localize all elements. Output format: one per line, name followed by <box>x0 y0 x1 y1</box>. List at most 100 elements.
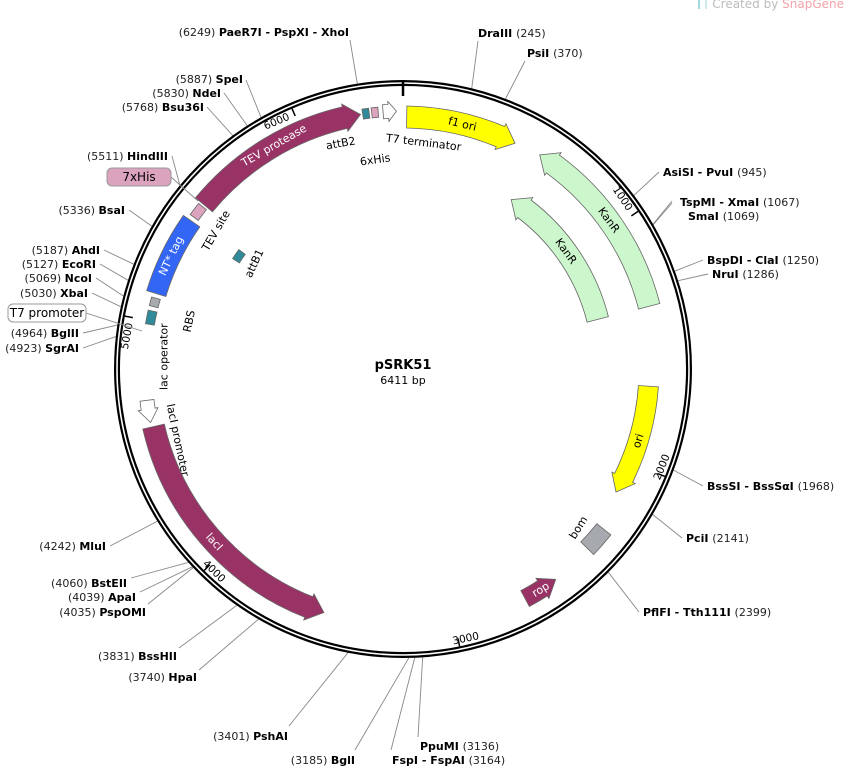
site-position: (1286) <box>742 268 779 281</box>
restriction-site[interactable]: (5336) BsaI <box>58 204 125 217</box>
feature-rbs[interactable]: RBS <box>148 296 198 333</box>
restriction-site[interactable]: (5768) Bsu36I <box>122 101 204 114</box>
feature-bom-shape[interactable] <box>580 523 612 556</box>
feature-label: attB2 <box>325 134 357 152</box>
feature-6xhis[interactable]: 6xHis <box>359 106 391 168</box>
feature-attb2[interactable]: attB2 <box>325 107 371 152</box>
restriction-site[interactable]: (4039) ApaI <box>68 591 136 604</box>
restriction-site[interactable]: (5127) EcoRI <box>22 258 96 271</box>
feature-nt-tag-shape[interactable] <box>146 214 201 298</box>
restriction-site[interactable]: (4060) BstEII <box>51 577 127 590</box>
feature-kanr-outer-shape[interactable] <box>539 152 661 310</box>
site-leader-line <box>95 277 124 297</box>
feature-ori[interactable]: ori <box>611 385 659 493</box>
restriction-site[interactable]: BspDI - ClaI (1250) <box>707 254 819 267</box>
site-position: (4242) <box>39 540 79 553</box>
site-position: (5187) <box>32 244 72 257</box>
tick-mark <box>630 210 639 217</box>
callout-leader-line <box>170 176 199 202</box>
feature-rbs-shape[interactable] <box>148 296 161 309</box>
restriction-site[interactable]: (5511) HindIII <box>87 150 168 163</box>
plasmid-name: pSRK51 <box>375 358 432 373</box>
feature-tev-site-shape[interactable] <box>189 202 207 221</box>
restriction-site[interactable]: (4964) BglII <box>11 327 79 340</box>
feature-attb1[interactable]: attB1 <box>232 247 267 280</box>
feature-ori-shape[interactable] <box>611 385 659 493</box>
feature-laci-promoter-shape[interactable] <box>137 399 159 424</box>
restriction-site[interactable]: AsiSI - PvuI (945) <box>663 166 767 179</box>
site-leader-line <box>288 652 349 727</box>
restriction-site[interactable]: (3831) BssHII <box>98 650 177 663</box>
feature-t7-terminator-shape[interactable] <box>382 100 397 123</box>
restriction-site[interactable]: (5187) AhdI <box>32 244 100 257</box>
restriction-site[interactable]: DraIII (245) <box>478 27 546 40</box>
site-leader-line <box>678 273 709 282</box>
site-leader-line <box>245 79 262 118</box>
tick-mark <box>124 315 133 319</box>
site-position: (4923) <box>5 342 45 355</box>
restriction-site[interactable]: PciI (2141) <box>686 532 749 545</box>
restriction-site[interactable]: (6249) PaeR7I - PspXI - XhoI <box>179 26 349 39</box>
restriction-site[interactable]: BssSI - BssSαI (1968) <box>707 480 834 493</box>
feature-bom[interactable]: bom <box>566 514 612 556</box>
restriction-site[interactable]: (3401) PshAI <box>213 730 288 743</box>
site-name: NcoI <box>65 272 92 285</box>
site-name: FspI - FspAI <box>392 754 469 766</box>
feature-tev-protease-shape[interactable] <box>194 103 362 213</box>
feature-label: 6xHis <box>359 151 391 168</box>
restriction-site[interactable]: (4923) SgrAI <box>5 342 79 355</box>
restriction-site[interactable]: (5030) XbaI <box>20 287 88 300</box>
restriction-site[interactable]: (4242) MluI <box>39 540 106 553</box>
site-name: PflFI - Tth111I <box>643 606 735 619</box>
site-name: BspDI - ClaI <box>707 254 782 267</box>
site-position: (5069) <box>25 272 65 285</box>
restriction-site[interactable]: PpuMI (3136) <box>420 740 499 753</box>
restriction-site[interactable]: TspMI - XmaI (1067) <box>680 196 800 209</box>
site-leader-line <box>633 171 660 196</box>
restriction-site[interactable]: (5069) NcoI <box>25 272 92 285</box>
site-name: SmaI <box>688 210 723 223</box>
feature-laci-shape[interactable] <box>142 423 325 621</box>
callout-7xhis[interactable]: 7xHis <box>106 167 199 202</box>
tick-label: 5000 <box>119 322 136 351</box>
restriction-site[interactable]: (5887) SpeI <box>176 73 243 86</box>
restriction-site[interactable]: FspI - FspAI (3164) <box>392 754 505 766</box>
restriction-site[interactable]: NruI (1286) <box>712 268 779 281</box>
site-position: (5030) <box>20 287 60 300</box>
feature-kanr-inner-shape[interactable] <box>510 197 609 323</box>
feature-f1-ori-shape[interactable] <box>406 105 516 151</box>
site-name: MluI <box>79 540 106 553</box>
callout-t7-promoter[interactable]: T7 promoter <box>7 303 143 332</box>
feature-lac-operator-shape[interactable] <box>145 309 158 326</box>
site-leader-line <box>417 657 424 738</box>
site-leader-line <box>471 40 479 89</box>
restriction-site[interactable]: (5830) NdeI <box>152 87 221 100</box>
site-position: (5336) <box>58 204 98 217</box>
site-position: (3401) <box>213 730 253 743</box>
feature-attb2-shape[interactable] <box>361 107 371 120</box>
site-leader-line <box>147 567 194 605</box>
feature-attb1-shape[interactable] <box>232 249 246 264</box>
restriction-site[interactable]: PsiI (370) <box>527 47 583 60</box>
site-leader-line <box>109 520 158 547</box>
site-name: AhdI <box>72 244 100 257</box>
feature-laci[interactable]: lacI <box>142 423 325 621</box>
restriction-site[interactable]: (3185) BglI <box>291 754 355 766</box>
restriction-site[interactable]: PflFI - Tth111I (2399) <box>643 606 771 619</box>
feature-f1-ori[interactable]: f1 ori <box>406 105 516 151</box>
feature-callouts: 7xHis T7 promoter <box>7 167 199 332</box>
feature-6xhis-shape[interactable] <box>370 106 380 119</box>
restriction-site[interactable]: SmaI (1069) <box>688 210 759 223</box>
feature-rop-shape[interactable] <box>520 577 557 608</box>
restriction-site[interactable]: (3740) HpaI <box>128 671 197 684</box>
feature-rop[interactable]: rop <box>520 577 557 608</box>
site-position: (3831) <box>98 650 138 663</box>
snapgene-logo-icon <box>698 0 708 9</box>
feature-lac-operator[interactable]: lac operator <box>145 309 171 390</box>
callout-leader-line <box>85 312 143 332</box>
feature-label: RBS <box>181 309 198 333</box>
site-position: (4964) <box>11 327 51 340</box>
restriction-site[interactable]: (4035) PspOMI <box>59 606 146 619</box>
site-leader-line <box>653 202 673 225</box>
